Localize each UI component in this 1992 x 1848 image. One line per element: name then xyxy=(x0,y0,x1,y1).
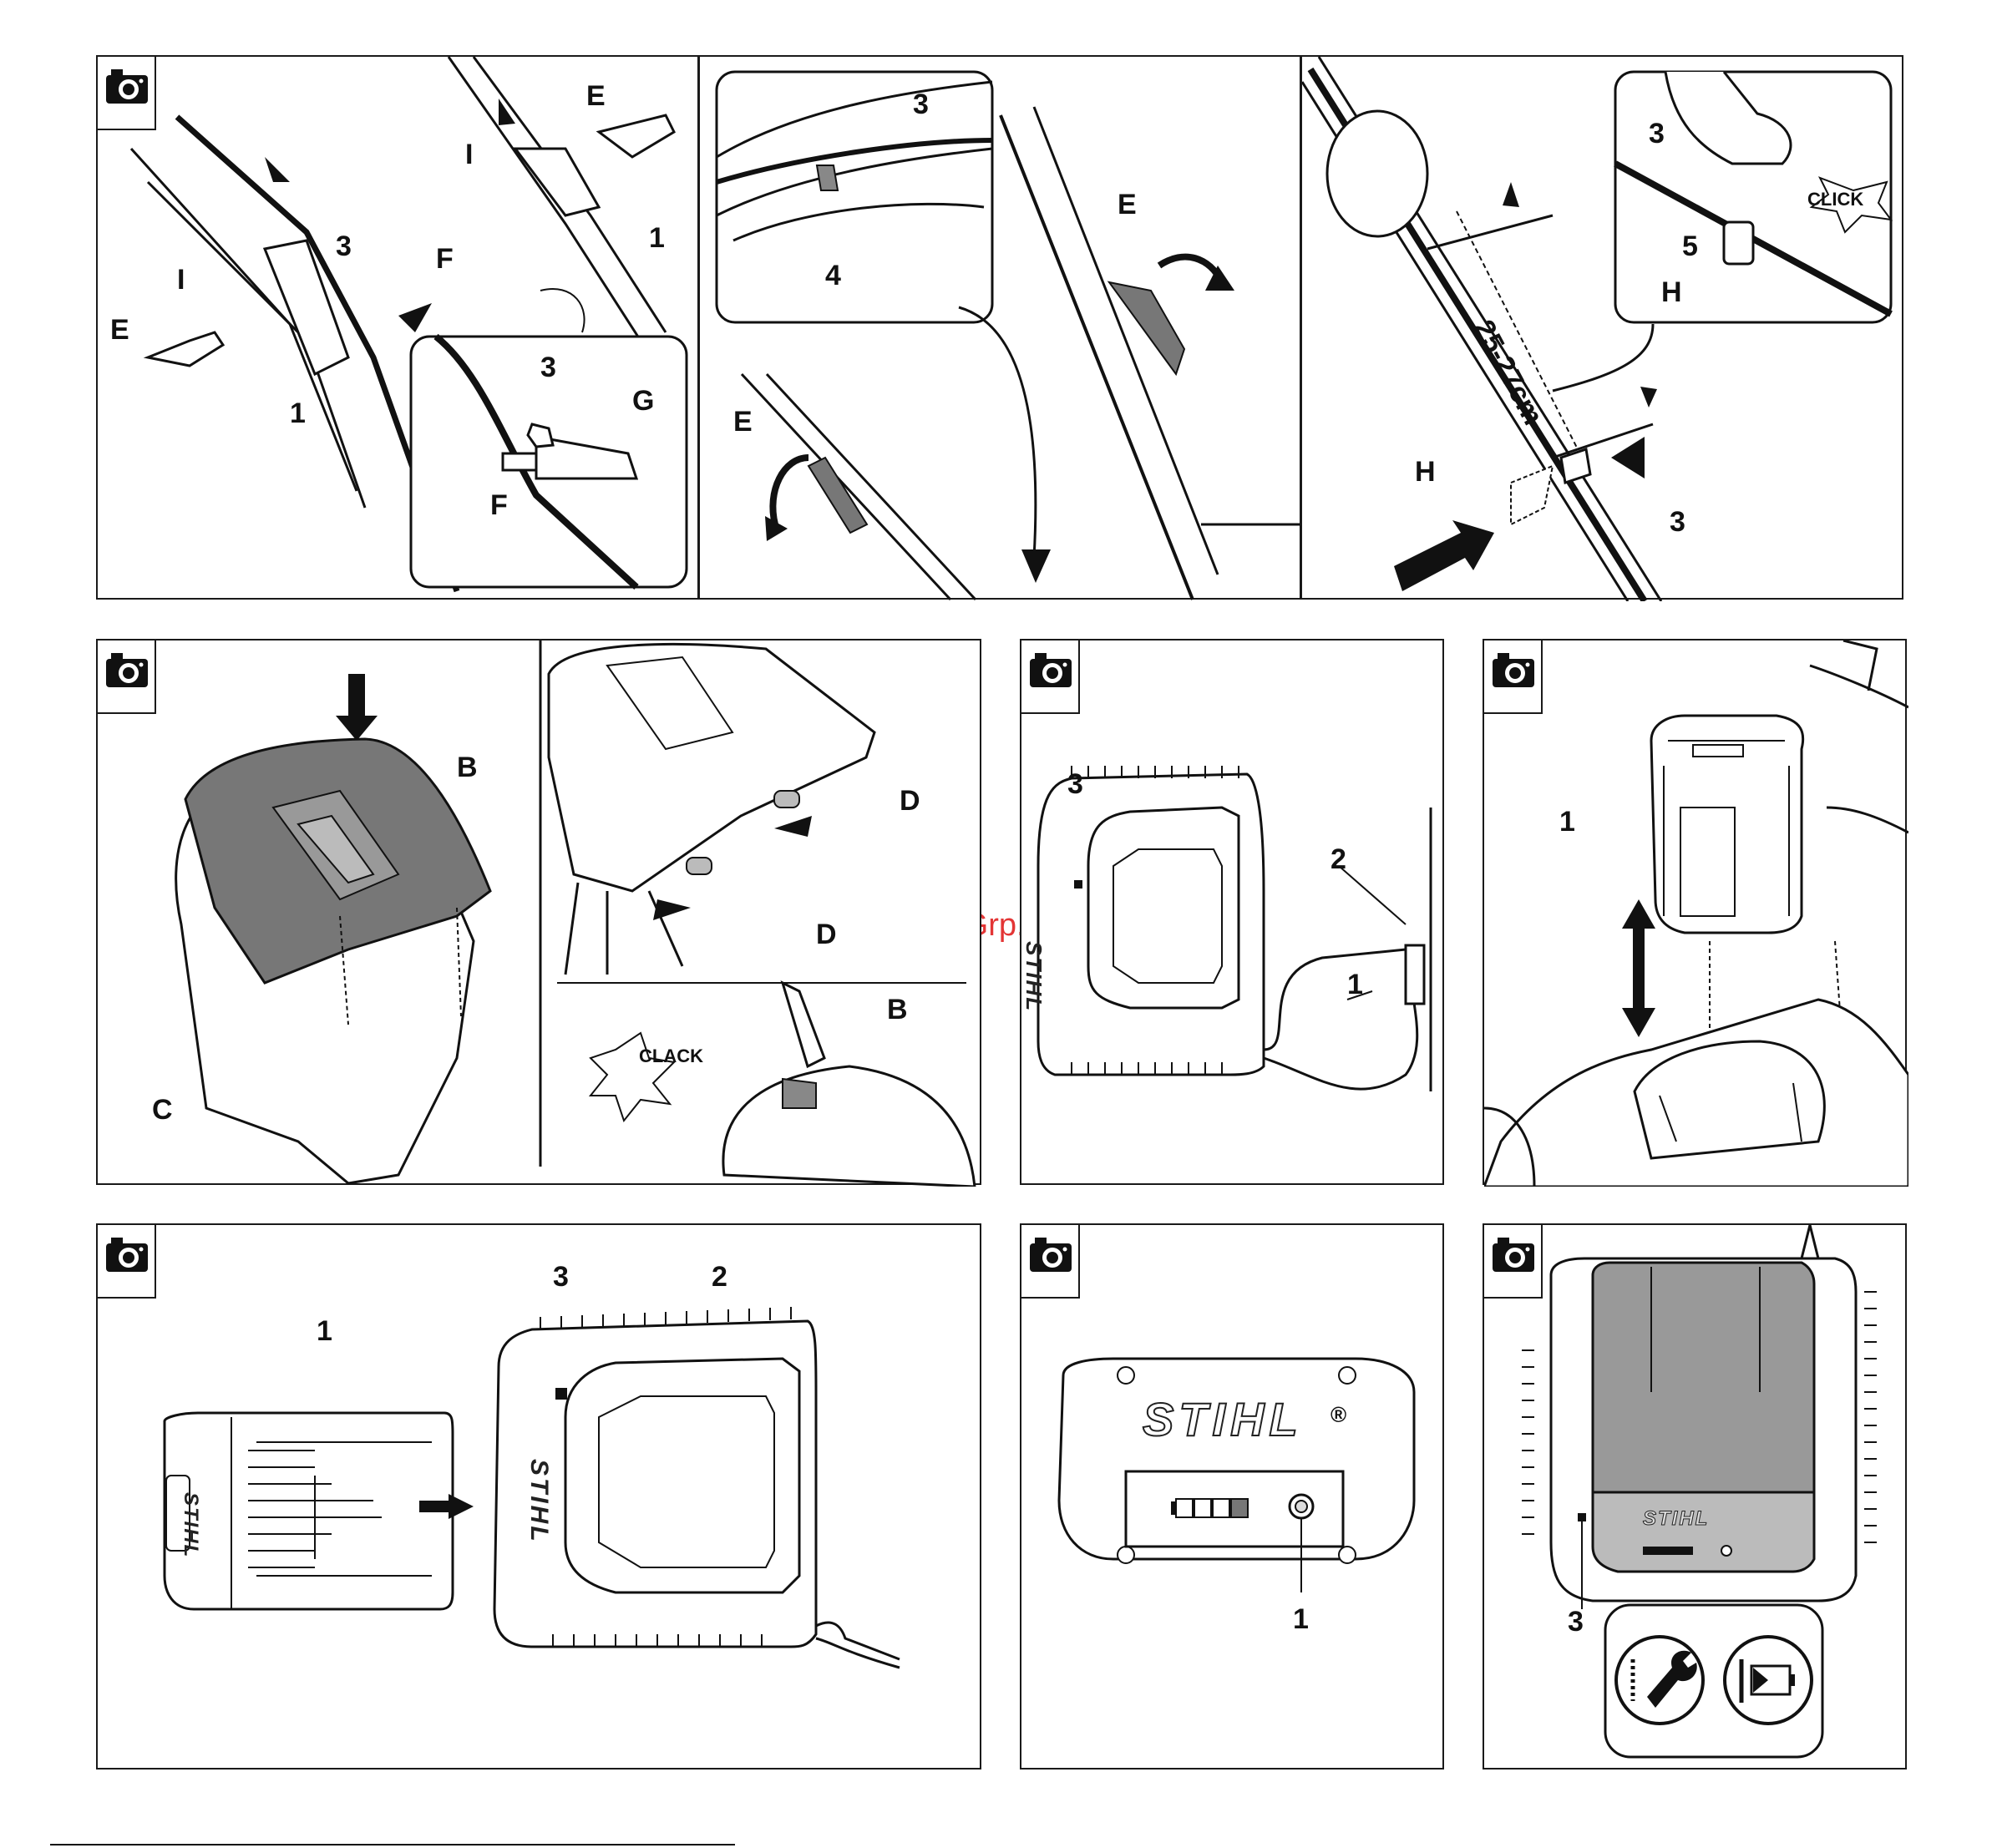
label-e: E xyxy=(110,316,129,344)
panel-battery-charger: STIHL STIHL 1 3 2 xyxy=(96,1223,981,1770)
label-1: 1 xyxy=(290,399,306,428)
label-3: 3 xyxy=(1670,508,1685,536)
panel-cable-holder: 3 CLICK 5 H 25-27cm H 3 xyxy=(1300,55,1903,600)
label-3: 3 xyxy=(540,353,556,382)
panel-battery-insert: 1 xyxy=(1483,639,1907,1185)
label-d: D xyxy=(900,787,920,815)
stihl-logo: STIHL xyxy=(525,1459,553,1544)
registered-mark: ® xyxy=(1331,1400,1346,1429)
label-e: E xyxy=(1118,190,1137,219)
label-g: G xyxy=(632,387,654,415)
label-e: E xyxy=(586,82,606,110)
label-3: 3 xyxy=(336,232,352,261)
click-text: CLICK xyxy=(1807,189,1863,210)
charger-indicator-illustration xyxy=(1484,1225,1908,1771)
label-d: D xyxy=(816,920,837,949)
cable-clip-illustration xyxy=(700,57,1303,601)
label-1: 1 xyxy=(317,1317,332,1345)
label-4: 4 xyxy=(825,261,841,290)
label-3: 3 xyxy=(913,90,929,119)
battery-insert-illustration xyxy=(1484,640,1908,1187)
panel-handle-mounting: E I I 3 1 F E 1 3 G F xyxy=(96,55,699,600)
label-1: 1 xyxy=(1293,1605,1309,1633)
clack-text: CLACK xyxy=(639,1046,703,1067)
stihl-logo: STIHL xyxy=(179,1492,202,1558)
label-1: 1 xyxy=(1347,970,1363,999)
battery-status-illustration xyxy=(1021,1225,1446,1771)
label-2: 2 xyxy=(1331,845,1346,873)
panel-charger-indicator: STIHL 3 xyxy=(1483,1223,1907,1770)
label-f: F xyxy=(436,245,454,273)
label-b: B xyxy=(457,753,478,782)
label-b: B xyxy=(887,995,908,1024)
label-1: 1 xyxy=(649,224,665,252)
label-h: H xyxy=(1661,278,1682,306)
handle-mounting-illustration xyxy=(98,57,701,601)
label-h: H xyxy=(1415,458,1436,486)
panel-charger-wall: STIHL 3 2 1 xyxy=(1020,639,1444,1185)
label-c: C xyxy=(152,1096,173,1124)
stihl-logo: STIHL xyxy=(1643,1507,1709,1531)
stihl-logo: STIHL xyxy=(1143,1392,1303,1446)
label-f: F xyxy=(490,491,508,519)
label-3: 3 xyxy=(1649,119,1665,148)
label-e: E xyxy=(733,408,753,436)
label-1: 1 xyxy=(1559,808,1575,836)
label-2: 2 xyxy=(712,1263,727,1291)
label-i: I xyxy=(465,140,473,169)
panel-battery-status: STIHL ® 1 xyxy=(1020,1223,1444,1770)
charger-wall-illustration xyxy=(1021,640,1446,1187)
label-3: 3 xyxy=(1067,770,1083,798)
cable-holder-illustration xyxy=(1302,57,1905,601)
label-3: 3 xyxy=(553,1263,569,1291)
panel-cable-clip: 3 4 E E xyxy=(698,55,1301,600)
grass-catcher-illustration xyxy=(98,640,983,1187)
footer-rule xyxy=(50,1844,735,1845)
label-i: I xyxy=(177,266,185,294)
panel-grass-catcher: B C D D CLACK B xyxy=(96,639,981,1185)
label-3: 3 xyxy=(1568,1608,1584,1636)
label-5: 5 xyxy=(1682,232,1698,261)
stihl-logo: STIHL xyxy=(1021,941,1047,1012)
